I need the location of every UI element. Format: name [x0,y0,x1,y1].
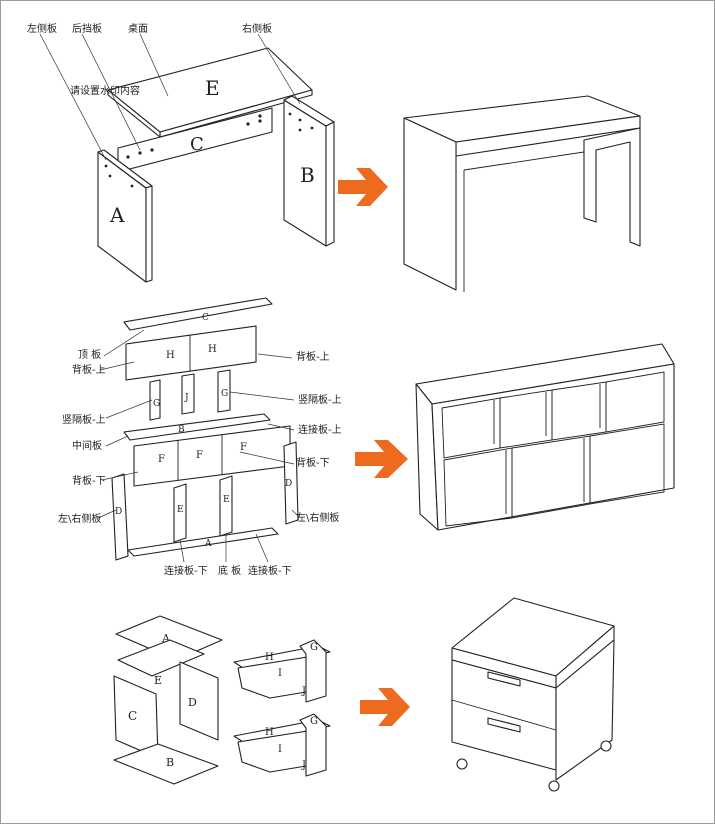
svg-text:F: F [196,450,203,461]
svg-text:连接板-上: 连接板-上 [298,423,342,436]
svg-text:G: G [153,399,160,409]
svg-text:背板-下: 背板-下 [296,456,330,469]
svg-text:顶 板: 顶 板 [78,348,101,361]
svg-text:中间板: 中间板 [72,439,102,452]
desk-assembled-view [403,95,641,292]
svg-text:竖隔板-上: 竖隔板-上 [298,393,342,406]
shelf-top-panel [123,297,273,331]
svg-text:J: J [184,393,189,403]
svg-text:G: G [310,716,318,727]
svg-text:D: D [115,507,122,517]
svg-text:E: E [177,505,184,515]
svg-text:A: A [204,539,212,549]
svg-text:A: A [161,632,171,645]
svg-text:左\右侧板: 左\右侧板 [296,511,339,524]
svg-text:G: G [310,642,318,653]
svg-text:B: B [178,425,185,435]
arrow-icon [360,688,410,726]
svg-text:F: F [240,442,247,453]
shelf-side-left [111,473,129,561]
svg-text:F: F [158,454,165,465]
desk-letter-left: A [109,203,125,227]
svg-text:D: D [188,696,197,709]
svg-text:J: J [301,686,306,697]
shelf-exploded-view: C H H G J G B F F F D [58,297,342,577]
desk-letter-back: C [190,134,204,155]
svg-text:I: I [278,668,282,679]
svg-text:C: C [128,709,137,723]
svg-text:J: J [301,760,306,771]
svg-text:H: H [208,344,217,355]
cabinet-exploded-view: A E C D B H I G J H I G J [113,615,331,785]
cabinet-right-panel [179,661,219,741]
svg-text:E: E [154,674,162,687]
svg-text:左\右侧板: 左\右侧板 [58,512,101,525]
desk-label-left-side: 左侧板 [27,22,57,35]
svg-text:H: H [265,727,274,738]
cabinet-bottom-panel [113,743,219,785]
svg-text:背板-下: 背板-下 [72,474,106,487]
cabinet-assembled-view [451,597,615,792]
svg-text:C: C [202,313,209,323]
arrow-icon [338,168,388,206]
svg-text:H: H [265,652,274,663]
shelf-back-upper [125,325,257,381]
svg-text:连接板-下: 连接板-下 [248,564,292,577]
svg-text:G: G [221,389,228,399]
svg-text:I: I [278,744,282,755]
svg-text:连接板-下: 连接板-下 [164,564,208,577]
desk-label-right-side: 右侧板 [242,22,272,35]
shelf-assembled-view [415,343,675,531]
shelf-middle-panel [123,413,271,441]
svg-text:底 板: 底 板 [218,564,241,577]
desk-label-back-baffle: 后挡板 [72,22,102,35]
desk-letter-top: E [205,76,220,100]
svg-text:E: E [223,495,230,505]
desk-exploded-view: E C A B 左侧板 [27,22,335,283]
svg-text:B: B [166,756,174,769]
svg-text:背板-上: 背板-上 [296,350,330,363]
svg-text:H: H [166,350,175,361]
svg-text:D: D [285,479,292,489]
svg-text:竖隔板-上: 竖隔板-上 [62,413,106,426]
shelf-bottom-panel [127,527,279,557]
svg-text:背板-上: 背板-上 [72,363,106,376]
desk-letter-right: B [300,163,315,187]
arrow-icon [355,440,408,478]
desk-label-top: 桌面 [128,22,148,35]
watermark-text: 请设置水印内容 [70,84,140,97]
cabinet-back-panel [117,639,205,677]
